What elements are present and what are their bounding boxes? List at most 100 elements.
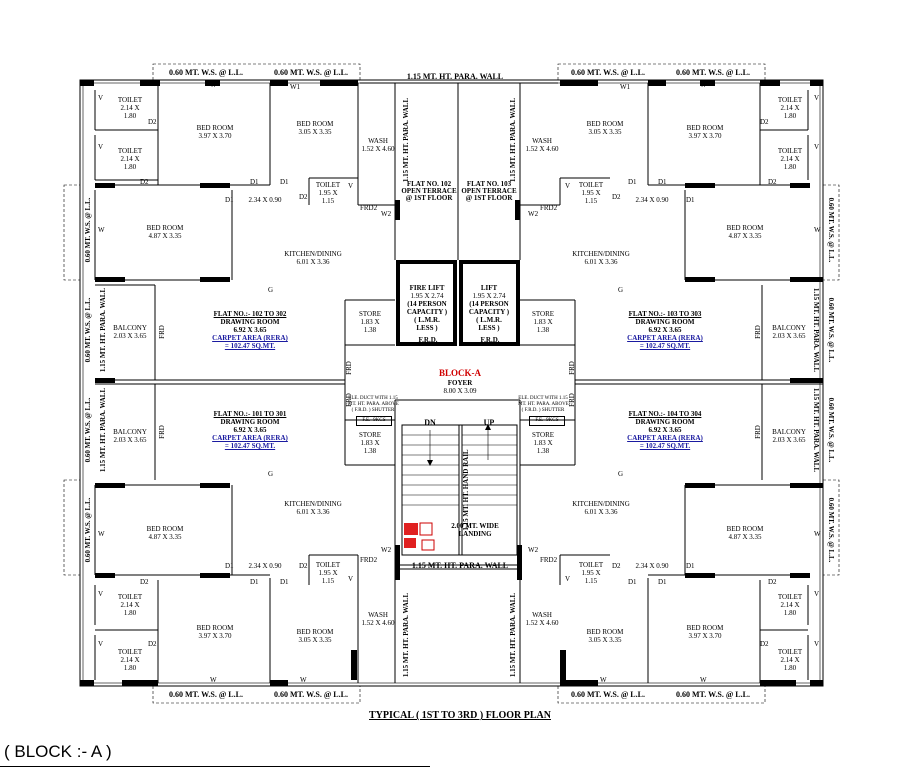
bed-room-dim: 4.87 X 3.35 <box>148 232 182 240</box>
window-mark: W <box>98 226 105 234</box>
door-mark: D1 <box>628 578 637 586</box>
wash-label: WASH <box>532 137 552 145</box>
ventilator-mark: V <box>98 143 104 151</box>
toilet-label: TOILET <box>578 561 604 569</box>
door-mark: D1 <box>250 178 259 186</box>
wash-dim: 1.52 X 4.60 <box>361 145 395 153</box>
toilet-dim: 1.15 <box>321 577 335 585</box>
drawing-room-dim: 6.92 X 3.65 <box>648 426 682 434</box>
passage-dim: 2.34 X 0.90 <box>248 196 282 204</box>
toilet-label: TOILET <box>117 593 143 601</box>
store-dim: 1.83 X <box>533 318 553 326</box>
window-mark: W2 <box>528 210 539 218</box>
window-mark: W <box>700 676 707 684</box>
handrail-label: 1.15 MT. HT. HAND RAIL <box>462 449 470 531</box>
landing-label: 2.00 MT. WIDE <box>451 522 499 530</box>
door-mark: FRD <box>158 425 166 439</box>
bottom-ws-label: 0.60 MT. W.S. @ L.L. <box>571 690 645 699</box>
door-mark: D1 <box>628 178 637 186</box>
drawing-room-label: DRAWING ROOM <box>635 318 695 326</box>
wash-dim: 1.52 X 4.60 <box>525 619 559 627</box>
ventilator-mark: V <box>814 94 820 102</box>
store-dim: 1.38 <box>363 326 377 334</box>
toilet-dim: 2.14 X <box>780 601 800 609</box>
door-mark: D1 <box>225 562 234 570</box>
wash-label: WASH <box>368 137 388 145</box>
ele-duct-label: ELE. DUCT WITH 1.15 <box>518 396 568 401</box>
door-mark: D1 <box>280 578 289 586</box>
window-mark: W <box>98 530 105 538</box>
bed-room-label: BED ROOM <box>726 224 764 232</box>
plan-title: TYPICAL ( 1ST TO 3RD ) FLOOR PLAN <box>369 710 551 721</box>
window-mark: W <box>814 530 821 538</box>
window-mark: W2 <box>381 210 392 218</box>
flat-number-label: FLAT NO.:- 104 TO 304 <box>628 410 702 418</box>
side-ws-label: 0.60 MT. W.S. @ L.L. <box>84 497 92 563</box>
bed-room-label: BED ROOM <box>296 120 334 128</box>
fire-lift-lmr: ( L.M.R. <box>414 316 440 324</box>
window-mark: W <box>600 676 607 684</box>
gate-mark: G <box>618 470 624 478</box>
toilet-dim: 2.14 X <box>120 155 140 163</box>
door-mark: D1 <box>225 196 234 204</box>
store-dim: 1.38 <box>363 447 377 455</box>
fire-lift-shaft <box>396 260 457 346</box>
bed-room-dim: 3.05 X 3.35 <box>588 128 622 136</box>
door-mark: D2 <box>760 640 769 648</box>
ventilator-mark: V <box>565 182 571 190</box>
door-mark: FRD2 <box>360 204 378 212</box>
bed-room-dim: 4.87 X 3.35 <box>148 533 182 541</box>
door-mark: D2 <box>148 640 157 648</box>
ventilator-mark: V <box>814 143 820 151</box>
side-ws-label: 0.60 MT. W.S. @ L.L. <box>827 297 835 363</box>
drawing-room-label: DRAWING ROOM <box>220 418 280 426</box>
store-label: STORE <box>358 431 382 439</box>
toilet-dim: 1.80 <box>123 609 137 617</box>
door-mark: FRD2 <box>360 556 378 564</box>
gate-mark: G <box>268 470 274 478</box>
store-dim: 1.83 X <box>360 318 380 326</box>
toilet-dim: 2.14 X <box>120 601 140 609</box>
top-ws-label: 0.60 MT. W.S. @ L.L. <box>169 68 243 77</box>
door-mark: D2 <box>299 193 308 201</box>
side-ws-label: 0.60 MT. W.S. @ L.L. <box>827 497 835 563</box>
toilet-dim: 1.80 <box>783 163 797 171</box>
block-label: BLOCK-A <box>438 368 481 378</box>
block-caption: ( BLOCK :- A ) <box>4 742 112 761</box>
bed-room-label: BED ROOM <box>686 124 724 132</box>
foyer-label: FOYER <box>447 379 473 387</box>
drawing-room-dim: 6.92 X 3.65 <box>648 326 682 334</box>
bed-room-label: BED ROOM <box>296 628 334 636</box>
toilet-dim: 1.95 X <box>581 569 601 577</box>
door-mark: D2 <box>612 562 621 570</box>
door-mark: D1 <box>658 178 667 186</box>
ventilator-mark: V <box>98 590 104 598</box>
store-dim: 1.83 X <box>360 439 380 447</box>
side-ws-label: 0.60 MT. W.S. @ L.L. <box>827 197 835 263</box>
carpet-area-value: = 102.47 SQ.MT. <box>224 342 276 350</box>
door-mark: D2 <box>612 193 621 201</box>
frd-label: F.R.D. <box>418 336 438 344</box>
bed-room-label: BED ROOM <box>146 525 184 533</box>
lift-label: LIFT <box>480 284 498 292</box>
lift-lmr: LESS ) <box>478 324 500 332</box>
door-mark: D2 <box>140 178 149 186</box>
ele-duct-label: ( F.R.D. ) SHUTTER <box>351 408 395 413</box>
door-mark: FRD2 <box>540 204 558 212</box>
kitchen-dim: 6.01 X 3.36 <box>296 508 330 516</box>
wash-dim: 1.52 X 4.60 <box>361 619 395 627</box>
toilet-dim: 1.95 X <box>318 189 338 197</box>
window-mark: W <box>210 676 217 684</box>
door-mark: D2 <box>140 578 149 586</box>
toilet-label: TOILET <box>315 561 341 569</box>
toilet-label: TOILET <box>777 147 803 155</box>
frd-label: F.R.D. <box>480 336 500 344</box>
balcony-dim: 2.03 X 3.65 <box>772 332 806 340</box>
door-mark: FRD <box>345 393 353 407</box>
window-mark: W1 <box>290 83 301 91</box>
toilet-dim: 1.15 <box>321 197 335 205</box>
balcony-dim: 2.03 X 3.65 <box>113 436 147 444</box>
toilet-label: TOILET <box>777 96 803 104</box>
toilet-dim: 1.80 <box>123 112 137 120</box>
terrace-label: FLAT NO. 103 <box>466 180 512 188</box>
